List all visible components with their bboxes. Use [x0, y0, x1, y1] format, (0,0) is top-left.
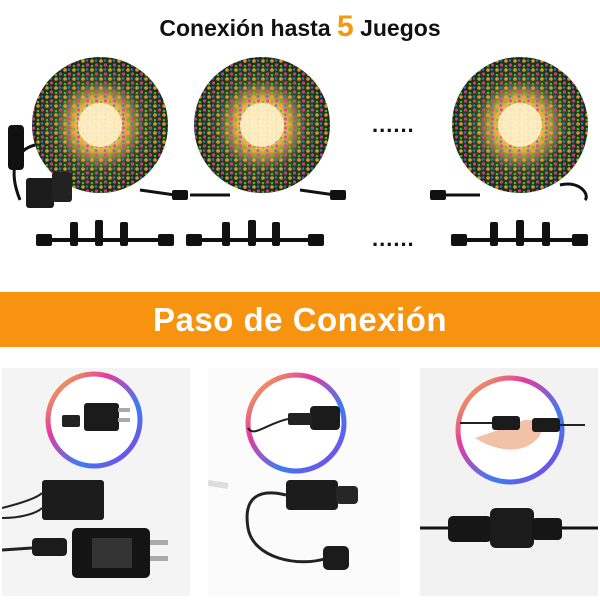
step-1-photo: [2, 368, 190, 596]
page-title: Conexión hasta 5 Juegos: [0, 10, 600, 44]
coil-3-icon: [430, 57, 588, 202]
splitter-2-icon: [186, 220, 324, 246]
coil-row: [0, 50, 600, 270]
ellipsis-lower: ......: [372, 226, 415, 251]
coil-illustrations: [8, 57, 588, 246]
connector-icon: [208, 372, 358, 570]
step-2-photo: [208, 368, 400, 596]
splitter-1-icon: [36, 220, 174, 246]
hand-connecting-icon: [420, 375, 598, 548]
coil-1-icon: [8, 57, 188, 208]
coil-2-icon: [190, 57, 346, 200]
banner-label: Paso de Conexión: [152, 300, 448, 338]
adapter-icon: [2, 371, 168, 578]
step-3-photo: [420, 368, 598, 596]
title-number: 5: [337, 10, 354, 43]
section-banner: Paso de Conexión: [0, 292, 600, 347]
title-suffix: Juegos: [353, 15, 441, 41]
ellipsis-upper: ......: [372, 112, 415, 137]
title-prefix: Conexión hasta: [159, 15, 338, 41]
splitter-3-icon: [451, 220, 588, 246]
